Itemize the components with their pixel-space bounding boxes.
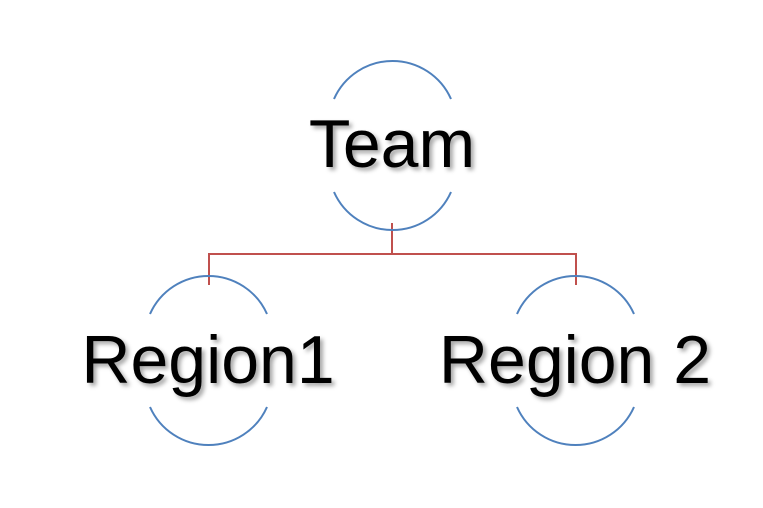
node-team-bottom-arc xyxy=(333,191,452,231)
node-region2[interactable]: Region 2 xyxy=(439,275,711,446)
node-region1-bottom-arc xyxy=(149,406,268,446)
edge-team-region1 xyxy=(208,223,393,285)
node-region2-top-arc xyxy=(516,275,635,315)
node-region2-bottom-arc xyxy=(516,406,635,446)
edge-team-region2 xyxy=(392,253,577,285)
node-team-label: Team xyxy=(309,106,475,182)
connector-lines xyxy=(208,223,577,285)
node-region1-label: Region1 xyxy=(81,322,334,398)
node-region1-top-arc xyxy=(149,275,268,315)
node-team[interactable]: Team xyxy=(309,60,475,231)
node-team-top-arc xyxy=(333,60,452,100)
node-region1[interactable]: Region1 xyxy=(81,275,335,446)
node-region2-label: Region 2 xyxy=(439,322,711,398)
